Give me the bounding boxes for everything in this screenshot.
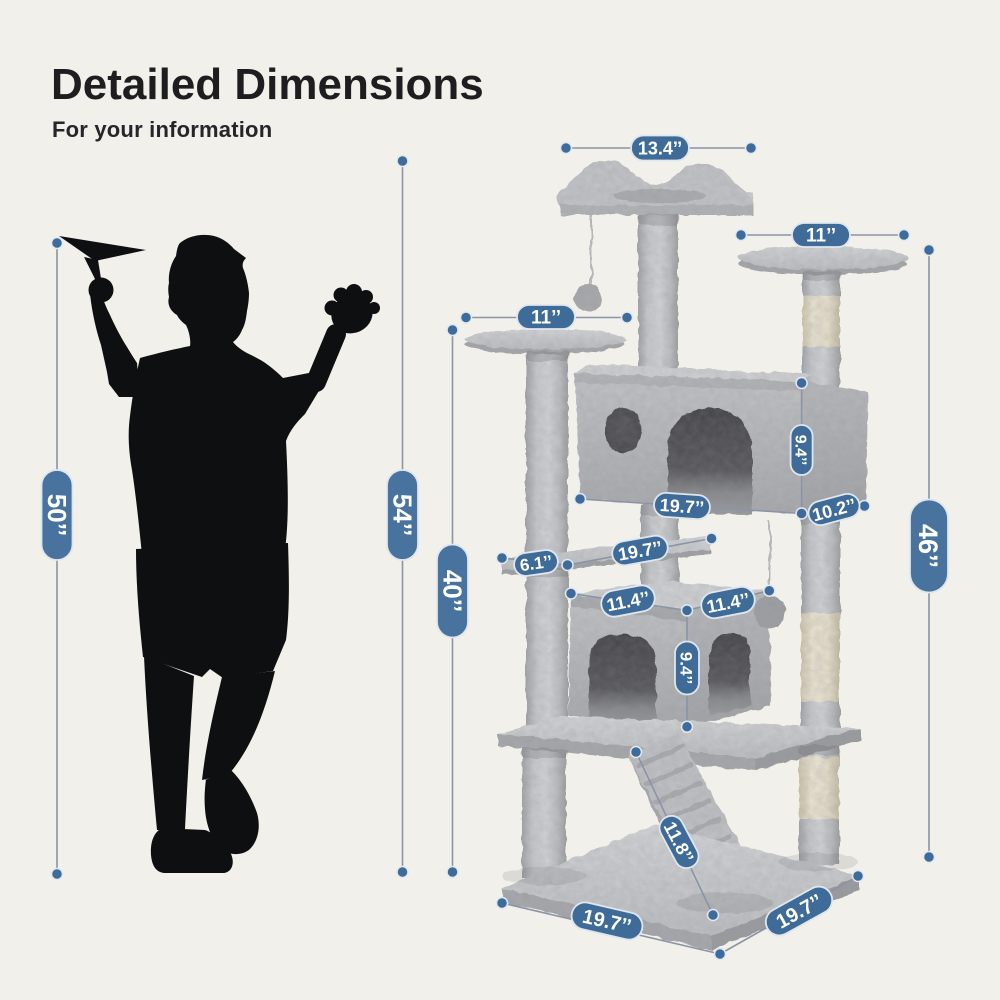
svg-text:6.1’’: 6.1’’ xyxy=(519,552,554,575)
svg-text:11’’: 11’’ xyxy=(531,308,561,329)
svg-text:11’’: 11’’ xyxy=(806,226,836,247)
svg-text:13.4’’: 13.4’’ xyxy=(638,139,682,159)
svg-text:46’’: 46’’ xyxy=(913,524,943,568)
svg-text:19.7’’: 19.7’’ xyxy=(659,495,705,518)
svg-text:54’’: 54’’ xyxy=(388,494,418,536)
svg-text:9.4’’: 9.4’’ xyxy=(792,435,809,466)
svg-text:9.4’’: 9.4’’ xyxy=(677,652,696,684)
svg-text:40’’: 40’’ xyxy=(438,570,468,612)
svg-text:50’’: 50’’ xyxy=(42,494,72,536)
